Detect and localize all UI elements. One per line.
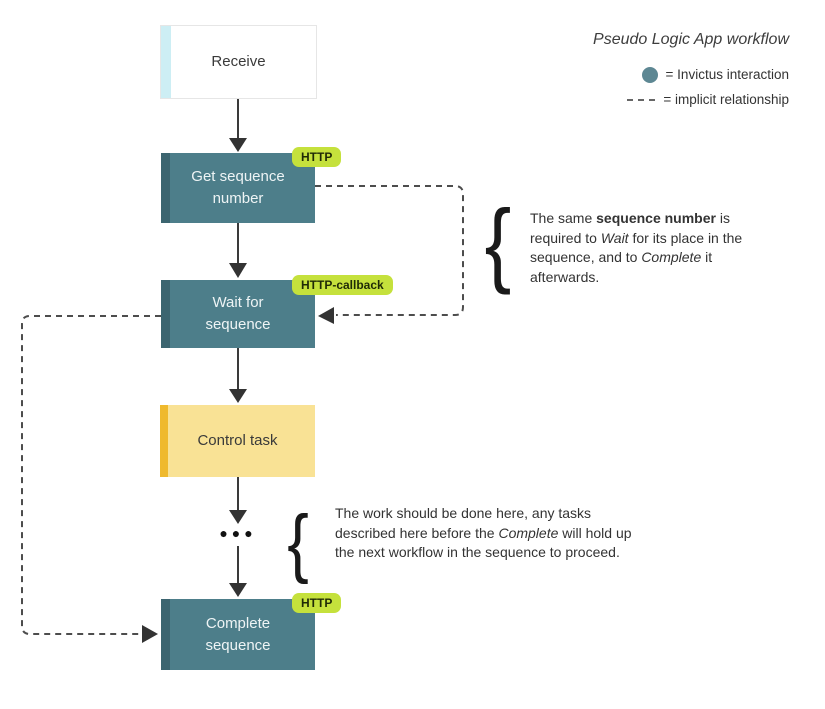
legend-item-implicit: = implicit relationship xyxy=(627,91,789,108)
node-label-line: Get sequence xyxy=(191,168,285,186)
node-label-line: sequence xyxy=(205,316,271,333)
node-label-line: Wait for xyxy=(212,294,264,312)
more-steps-ellipsis: ●●● xyxy=(219,525,257,541)
node-wait-for-sequence: Wait for sequence xyxy=(161,280,315,348)
arrow-get-to-wait xyxy=(229,223,247,278)
annotation-text: Complete xyxy=(498,524,559,541)
annotation-sequence-number: The same sequence number is required to … xyxy=(530,209,780,287)
badge-http: HTTP xyxy=(292,147,342,167)
arrow-control-to-ellipsis xyxy=(229,477,247,524)
node-label: Complete sequence xyxy=(205,613,270,657)
node-receive: Receive xyxy=(160,25,317,99)
node-get-sequence-number: Get sequence number xyxy=(161,153,315,223)
node-label: Wait for sequence xyxy=(205,292,270,336)
annotation-text: for its place in the sequence, and to xyxy=(530,229,743,266)
node-label-line: Control task xyxy=(197,432,278,450)
annotation-text: will hold up the next workflow in the se… xyxy=(335,524,632,561)
badge-http-callback: HTTP-callback xyxy=(292,275,393,295)
legend-item-label: = Invictus interaction xyxy=(665,67,789,82)
arrow-receive-to-get xyxy=(229,99,247,152)
legend-item-label: = implicit relationship xyxy=(663,92,789,107)
node-accent-strip xyxy=(161,280,170,348)
dashed-connector-wait-to-complete xyxy=(21,315,161,643)
node-accent-strip xyxy=(160,405,168,477)
curly-brace-icon: { xyxy=(484,190,512,295)
diagram-title: Pseudo Logic App workflow xyxy=(593,31,789,48)
node-label-line: number xyxy=(212,190,264,207)
arrow-ellipsis-to-complete xyxy=(229,546,247,597)
node-label: Get sequence number xyxy=(191,166,284,210)
node-label: Receive xyxy=(211,51,265,73)
node-label-line: Complete xyxy=(205,614,271,632)
node-accent-strip xyxy=(161,599,170,670)
dashed-connector-get-to-wait xyxy=(315,185,464,324)
annotation-text: sequence number xyxy=(596,210,716,226)
annotation-text: The work should be done here, any tasks … xyxy=(335,505,592,541)
annotation-text: is required to xyxy=(530,210,730,246)
annotation-text: Wait xyxy=(600,229,629,246)
annotation-text: Complete xyxy=(641,249,702,265)
annotation-text: it afterwards. xyxy=(530,249,713,285)
legend-item-invictus: = Invictus interaction xyxy=(641,66,789,83)
implicit-dashes-icon xyxy=(627,98,656,101)
arrow-wait-to-control xyxy=(229,348,247,403)
node-accent-strip xyxy=(161,26,171,98)
badge-http: HTTP xyxy=(292,593,342,613)
curly-brace-icon: { xyxy=(287,499,309,585)
annotation-text: The same xyxy=(530,210,597,226)
node-label-line: sequence xyxy=(205,636,271,654)
invictus-circle-icon xyxy=(641,66,658,83)
annotation-work-here: The work should be done here, any tasks … xyxy=(335,504,640,563)
node-label-line: Receive xyxy=(211,53,266,71)
node-control-task: Control task xyxy=(160,405,315,477)
node-label: Control task xyxy=(197,430,277,452)
node-complete-sequence: Complete sequence xyxy=(161,599,315,670)
node-accent-strip xyxy=(161,153,170,223)
